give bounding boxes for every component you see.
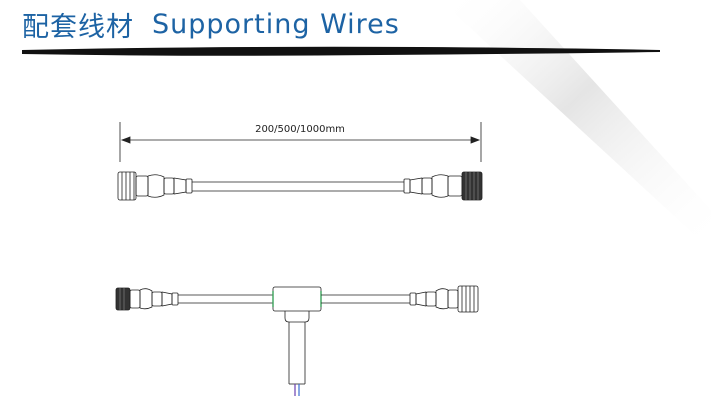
- tee-cable: [115, 285, 479, 396]
- title-chinese: 配套线材: [22, 11, 134, 43]
- straight-cable: [117, 171, 483, 201]
- title-underline: [22, 46, 660, 56]
- title-english: Supporting Wires: [152, 8, 400, 40]
- page-title: 配套线材 Supporting Wires: [22, 4, 400, 44]
- dimension-label: 200/500/1000mm: [255, 124, 345, 135]
- dimension-line: [119, 122, 482, 162]
